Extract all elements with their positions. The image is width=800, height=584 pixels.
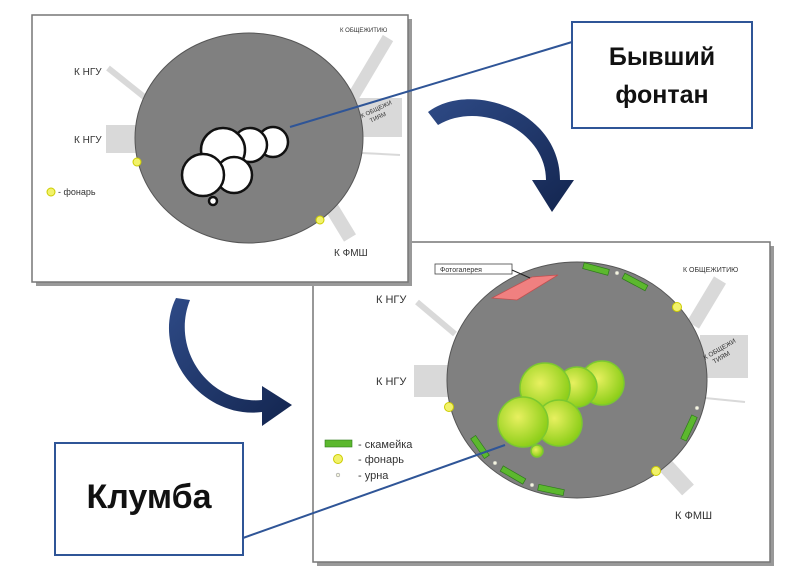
label-dorm: К ОБЩЕЖИТИЮ — [683, 267, 738, 274]
legend-bench: - скамейка — [358, 439, 413, 451]
road-ngu-top — [106, 65, 150, 103]
after-map: Фотогалерея К НГУ — [312, 241, 774, 566]
label-ngu-top: К НГУ — [74, 67, 102, 78]
bench — [582, 262, 610, 276]
label-ngu-left: К НГУ — [376, 376, 407, 388]
curved-arrow-icon — [168, 298, 292, 426]
callout-text-1: Бывший — [609, 43, 715, 71]
label-ngu-left: К НГУ — [74, 135, 102, 146]
bench — [680, 414, 698, 442]
curved-arrow-icon — [428, 99, 574, 212]
bench — [537, 483, 565, 497]
urn — [614, 270, 620, 276]
road-fmsh — [324, 201, 356, 242]
photo-gallery — [490, 274, 559, 301]
bench — [499, 465, 527, 485]
callout-text: Клумба — [87, 478, 213, 516]
road-dorms — [700, 335, 748, 378]
road-ngu-left — [414, 365, 450, 397]
legend-urn-icon — [335, 472, 341, 478]
road-dorm — [344, 34, 394, 106]
flowerbed — [497, 360, 625, 458]
legend-lantern: - фонарь — [58, 187, 96, 197]
lantern — [315, 215, 325, 225]
callout-text-2: фонтан — [615, 81, 708, 109]
callout-former-fountain: Бывший фонтан — [571, 21, 753, 129]
callout-connector — [242, 444, 506, 539]
label-fmsh: К ФМШ — [675, 510, 712, 522]
transition-arrows — [168, 99, 574, 426]
lantern — [651, 466, 661, 476]
label-ngu-top: К НГУ — [376, 294, 407, 306]
bench — [621, 272, 649, 292]
label-dorm: К ОБЩЕЖИТИЮ — [340, 28, 387, 34]
road-ngu-top — [415, 299, 457, 337]
lantern — [672, 302, 682, 312]
callout-connector — [289, 41, 573, 128]
urn — [492, 460, 498, 466]
legend-lantern-icon — [46, 187, 56, 197]
urn — [529, 482, 535, 488]
lantern — [132, 157, 142, 167]
label-fmsh: К ФМШ — [334, 248, 368, 259]
gallery-label: Фотогалерея — [440, 267, 482, 274]
road-fmsh — [659, 459, 694, 496]
legend-lantern-icon — [333, 454, 343, 464]
before-map: К НГУ К НГУ К ОБЩЕЖИТИЮ К ОБЩЕЖИ ТИЯМ К … — [31, 14, 412, 286]
callout-flowerbed: Клумба — [54, 442, 244, 556]
urn — [694, 405, 700, 411]
road-dorm — [686, 276, 727, 329]
lantern — [444, 402, 454, 412]
legend-lantern: - фонарь — [358, 454, 404, 466]
legend-urn: - урна — [358, 470, 389, 482]
legend-bench-icon — [324, 439, 353, 448]
former-fountain — [180, 125, 290, 207]
